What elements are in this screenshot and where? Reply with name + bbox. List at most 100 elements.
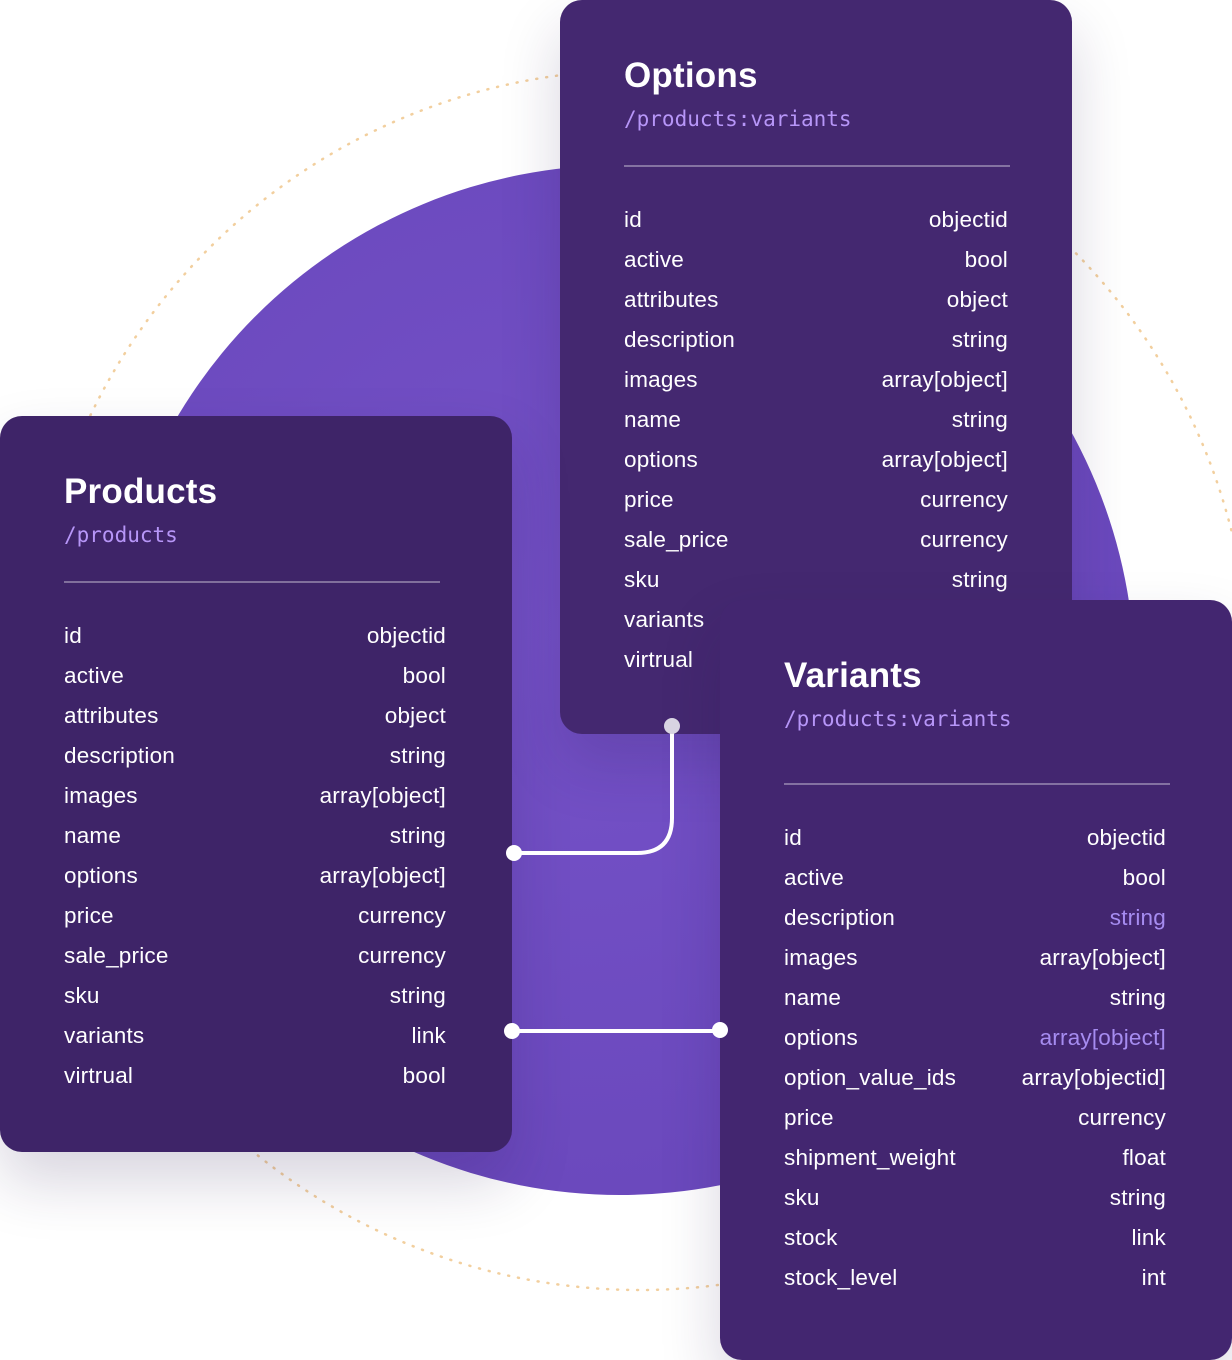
field-type: string (389, 823, 446, 848)
field-type: objectid (366, 623, 446, 648)
field-name: option_value_ids (784, 1065, 957, 1090)
field-row: id objectid (784, 818, 1166, 858)
field-type: currency (920, 527, 1008, 552)
field-type: int (1141, 1265, 1166, 1290)
field-type: array[object] (1039, 1025, 1166, 1050)
field-type: string (1109, 1185, 1166, 1210)
options-card-path: /products:variants (624, 107, 852, 131)
field-type: currency (920, 487, 1008, 512)
field-name: sku (624, 567, 660, 592)
field-name: attributes (624, 287, 719, 312)
field-row: active bool (64, 656, 446, 696)
field-type: bool (402, 663, 446, 688)
field-row: images array[object] (64, 776, 446, 816)
field-type: object (946, 287, 1008, 312)
field-type: array[object] (319, 783, 446, 808)
field-name: description (624, 327, 736, 352)
field-row: description string (624, 320, 1008, 360)
field-type: string (951, 407, 1008, 432)
field-name: price (64, 903, 114, 928)
field-type: array[object] (881, 447, 1008, 472)
field-row: price currency (784, 1098, 1166, 1138)
products-variants-connector-dot (504, 1023, 520, 1039)
field-type: link (411, 1023, 446, 1048)
field-type: float (1122, 1145, 1166, 1170)
field-name: description (64, 743, 176, 768)
field-name: images (624, 367, 698, 392)
field-type: currency (358, 943, 446, 968)
field-name: price (784, 1105, 834, 1130)
field-row: active bool (784, 858, 1166, 898)
field-row: sku string (624, 560, 1008, 600)
products-card-title: Products (64, 472, 218, 511)
field-name: sale_price (624, 527, 729, 552)
field-name: stock_level (784, 1265, 898, 1290)
field-type: objectid (928, 207, 1008, 232)
field-name: active (784, 865, 844, 890)
field-name: active (624, 247, 684, 272)
variants-card-path: /products:variants (784, 707, 1012, 731)
field-name: options (784, 1025, 858, 1050)
field-type: string (951, 327, 1008, 352)
field-name: variants (64, 1023, 145, 1048)
field-name: shipment_weight (784, 1145, 956, 1170)
products-card-divider (64, 581, 440, 583)
field-row: id objectid (64, 616, 446, 656)
field-name: attributes (64, 703, 159, 728)
field-type: object (384, 703, 446, 728)
field-type: array[object] (1039, 945, 1166, 970)
field-type: string (389, 743, 446, 768)
field-type: string (951, 567, 1008, 592)
field-row: virtrual (624, 640, 1008, 680)
field-type: bool (964, 247, 1008, 272)
field-type: string (1109, 985, 1166, 1010)
field-row: variants (624, 600, 1008, 640)
field-row: price currency (64, 896, 446, 936)
variants-connector-dot (712, 1022, 728, 1038)
field-name: name (64, 823, 122, 848)
field-row: description string (64, 736, 446, 776)
products-card-path: /products (64, 523, 178, 547)
field-row: description string (784, 898, 1166, 938)
options-card-title: Options (624, 56, 758, 95)
field-type: bool (402, 1063, 446, 1088)
field-name: stock (784, 1225, 838, 1250)
field-name: sku (784, 1185, 820, 1210)
products-options-connector-dot (506, 845, 522, 861)
field-type: currency (1078, 1105, 1166, 1130)
field-type: string (1109, 905, 1166, 930)
field-row: attributes object (624, 280, 1008, 320)
field-type: objectid (1086, 825, 1166, 850)
field-row: name string (64, 816, 446, 856)
field-type: bool (1122, 865, 1166, 890)
field-name: images (64, 783, 138, 808)
field-row: variants link (64, 1016, 446, 1056)
field-type: array[object] (881, 367, 1008, 392)
field-row: sku string (784, 1178, 1166, 1218)
field-name: active (64, 663, 124, 688)
field-name: id (64, 623, 82, 648)
field-name: sku (64, 983, 100, 1008)
products-field-list: id objectid active bool attributes object desc… (64, 616, 446, 1096)
field-row: sale_price currency (624, 520, 1008, 560)
field-row: active bool (624, 240, 1008, 280)
variants-field-list: id objectid active bool description string ima… (784, 818, 1166, 1298)
field-name: virtrual (624, 647, 694, 672)
field-name: id (784, 825, 802, 850)
field-row: images array[object] (784, 938, 1166, 978)
field-type: currency (358, 903, 446, 928)
field-row: images array[object] (624, 360, 1008, 400)
field-name: description (784, 905, 896, 930)
field-name: images (784, 945, 858, 970)
